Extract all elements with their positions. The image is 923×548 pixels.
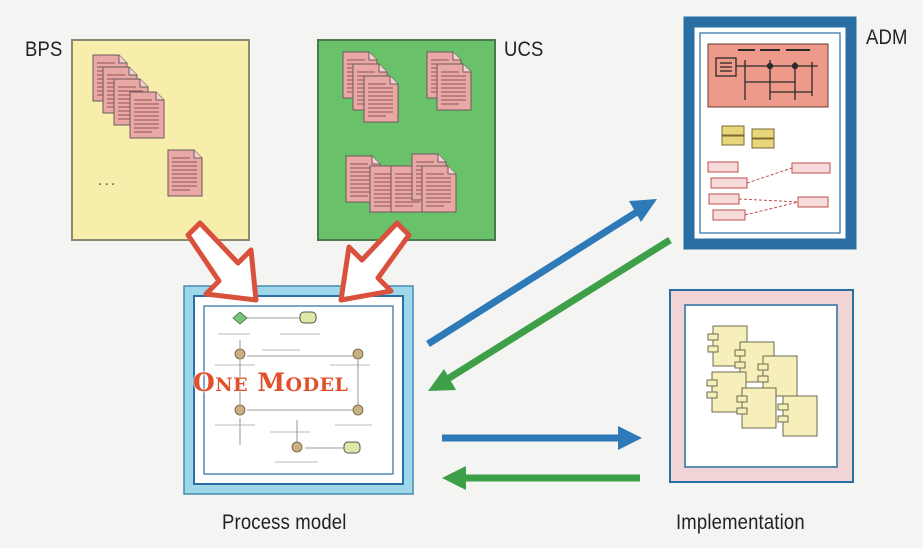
merge-arrow-bps	[185, 220, 259, 303]
one-model-odel: ODEL	[285, 374, 349, 396]
process-model-panel	[183, 285, 414, 495]
adm-panel	[683, 16, 857, 250]
ucs-label: UCS	[504, 38, 544, 61]
one-model-ne: NE	[215, 374, 249, 396]
ucs-panel	[317, 39, 496, 241]
arrow-from-implementation	[442, 466, 640, 490]
merge-arrow-ucs	[338, 220, 412, 303]
arrow-from-adm	[428, 237, 672, 391]
process-model-label: Process model	[222, 511, 347, 534]
one-model-title: ONE MODEL	[193, 368, 348, 397]
bps-ellipsis: ...	[98, 172, 118, 189]
bps-panel	[71, 39, 250, 241]
arrow-to-implementation	[442, 426, 642, 450]
adm-model-sketch	[707, 43, 831, 221]
one-model-o: O	[193, 368, 216, 397]
arrow-to-adm	[426, 199, 657, 347]
implementation-panel	[669, 289, 854, 483]
bps-label: BPS	[25, 38, 63, 61]
process-flow-sketch	[215, 311, 372, 463]
implementation-label: Implementation	[676, 511, 805, 534]
adm-label: ADM	[866, 26, 908, 49]
one-model-m: M	[257, 368, 286, 397]
